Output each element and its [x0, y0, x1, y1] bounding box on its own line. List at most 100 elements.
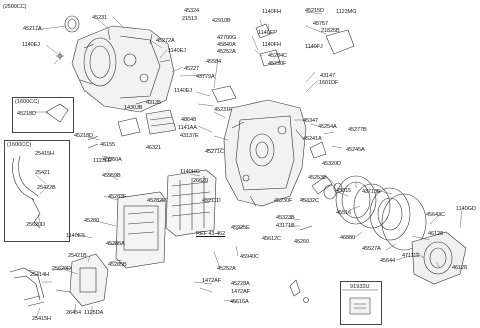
part-label[interactable]: 45211D: [202, 198, 221, 204]
part-label[interactable]: 45282E: [147, 198, 166, 204]
part-label[interactable]: 1472AF: [202, 278, 221, 284]
part-label[interactable]: 1140ES: [66, 233, 85, 239]
part-label[interactable]: 45231: [92, 15, 108, 21]
part-label[interactable]: 45252A: [217, 49, 236, 55]
part-label[interactable]: 45840A: [217, 42, 236, 48]
part-label[interactable]: 25415H: [35, 151, 54, 157]
part-label[interactable]: 1140FH: [262, 9, 281, 15]
part-label[interactable]: 42910B: [212, 18, 231, 24]
part-label[interactable]: 45271C: [205, 149, 224, 155]
part-label[interactable]: 25620D: [26, 222, 45, 228]
part-label[interactable]: 43171B: [276, 223, 295, 229]
part-label[interactable]: 45612C: [262, 236, 281, 242]
part-label[interactable]: 45527A: [362, 246, 381, 252]
part-label[interactable]: 45584: [206, 59, 222, 65]
part-label[interactable]: 43137E: [180, 133, 199, 139]
part-label[interactable]: 45320D: [322, 161, 341, 167]
inset-box-1600cc-left: [4, 140, 70, 242]
part-label[interactable]: 25421: [35, 170, 51, 176]
part-label[interactable]: 25414H: [30, 272, 49, 278]
part-label[interactable]: 43713E: [362, 189, 381, 195]
part-label[interactable]: 45254A: [318, 124, 337, 130]
part-label[interactable]: 45227: [184, 66, 200, 72]
part-label[interactable]: 43779A: [196, 74, 215, 80]
part-label[interactable]: 45280: [84, 218, 100, 224]
part-label[interactable]: 21825B: [321, 28, 340, 34]
part-label[interactable]: 45260: [294, 239, 310, 245]
part-label[interactable]: 45253B: [308, 175, 327, 181]
part-label[interactable]: 1140HG: [180, 169, 200, 175]
tcm-module: [115, 191, 167, 269]
part-label[interactable]: 45252A: [217, 266, 236, 272]
part-label[interactable]: 45245A: [346, 147, 365, 153]
part-label[interactable]: 45277B: [348, 127, 367, 133]
part-label[interactable]: 46128: [428, 231, 444, 237]
part-label[interactable]: 45324: [184, 8, 200, 14]
cooler-hoses: [9, 155, 45, 307]
part-label[interactable]: 1140GD: [456, 206, 476, 212]
part-label[interactable]: 26620: [193, 178, 209, 184]
part-label[interactable]: 45215D: [305, 8, 324, 14]
oil-seal: [64, 15, 80, 33]
part-label[interactable]: 45228A: [231, 281, 250, 287]
part-label[interactable]: 45323B: [276, 215, 295, 221]
part-label[interactable]: 1123MG: [336, 9, 357, 15]
part-label[interactable]: 45286A: [106, 241, 125, 247]
part-label[interactable]: 45643C: [426, 212, 445, 218]
part-label[interactable]: 45347: [303, 118, 319, 124]
part-label[interactable]: 1123LE: [93, 158, 112, 164]
part-label[interactable]: 45241A: [303, 136, 322, 142]
transmission-case-center: [223, 99, 307, 207]
part-label[interactable]: 25421B: [68, 253, 87, 259]
part-label[interactable]: 45217A: [23, 26, 42, 32]
part-label[interactable]: 1430JB: [124, 105, 143, 111]
part-label[interactable]: 46321: [146, 145, 162, 151]
part-label[interactable]: 45815: [336, 188, 352, 194]
part-label[interactable]: 45940C: [240, 254, 259, 260]
part-label[interactable]: 1140EP: [258, 30, 277, 36]
part-label[interactable]: 45959B: [102, 173, 121, 179]
part-label[interactable]: 1472AF: [231, 289, 250, 295]
part-label[interactable]: 42700G: [217, 35, 237, 41]
inset-box-title: (1600CC): [7, 142, 32, 148]
part-label[interactable]: REF 43-462: [196, 231, 226, 237]
part-label[interactable]: 46128: [452, 265, 468, 271]
part-label[interactable]: 45332C: [300, 198, 319, 204]
part-label[interactable]: 45218D: [17, 111, 36, 117]
part-label[interactable]: 25620D: [52, 266, 71, 272]
part-label[interactable]: 45230F: [274, 198, 293, 204]
part-label[interactable]: 45616A: [230, 299, 249, 305]
part-label[interactable]: 1140EJ: [174, 88, 192, 94]
part-label[interactable]: 45230F: [268, 61, 287, 67]
part-label[interactable]: 25415H: [32, 316, 51, 322]
inset-box-part-91932u: [340, 281, 382, 325]
part-label[interactable]: 45644: [380, 258, 396, 264]
part-label[interactable]: 45218D: [74, 133, 93, 139]
part-label[interactable]: 1601DF: [319, 80, 339, 86]
part-label[interactable]: 1140FH: [262, 42, 281, 48]
part-label[interactable]: 1125DA: [84, 310, 104, 316]
part-label[interactable]: 45283F: [108, 194, 127, 200]
part-label[interactable]: 45516: [336, 210, 352, 216]
part-label[interactable]: 45272A: [156, 38, 175, 44]
part-label[interactable]: 43135: [146, 100, 162, 106]
part-label[interactable]: 1140EJ: [22, 42, 40, 48]
part-label[interactable]: 26454: [66, 310, 82, 316]
part-label[interactable]: 46155: [100, 142, 116, 148]
part-label[interactable]: 45960A: [103, 157, 122, 163]
part-label[interactable]: 48648: [181, 117, 197, 123]
part-label[interactable]: 21513: [182, 16, 198, 22]
part-label[interactable]: 46880: [340, 235, 356, 241]
part-label[interactable]: 43147: [320, 73, 336, 79]
part-label[interactable]: 1141AA: [178, 125, 197, 131]
part-label[interactable]: 1140FJ: [305, 44, 323, 50]
part-label[interactable]: 45757: [313, 21, 329, 27]
part-label[interactable]: 45285B: [108, 262, 127, 268]
part-label[interactable]: 45925E: [231, 225, 250, 231]
leader-lines: [27, 11, 463, 319]
part-label[interactable]: 45284C: [268, 53, 287, 59]
part-label[interactable]: 25422B: [37, 185, 56, 191]
part-label[interactable]: 47111E: [402, 253, 420, 259]
part-label[interactable]: 45231F: [214, 107, 233, 113]
part-label[interactable]: 1140EJ: [168, 48, 186, 54]
